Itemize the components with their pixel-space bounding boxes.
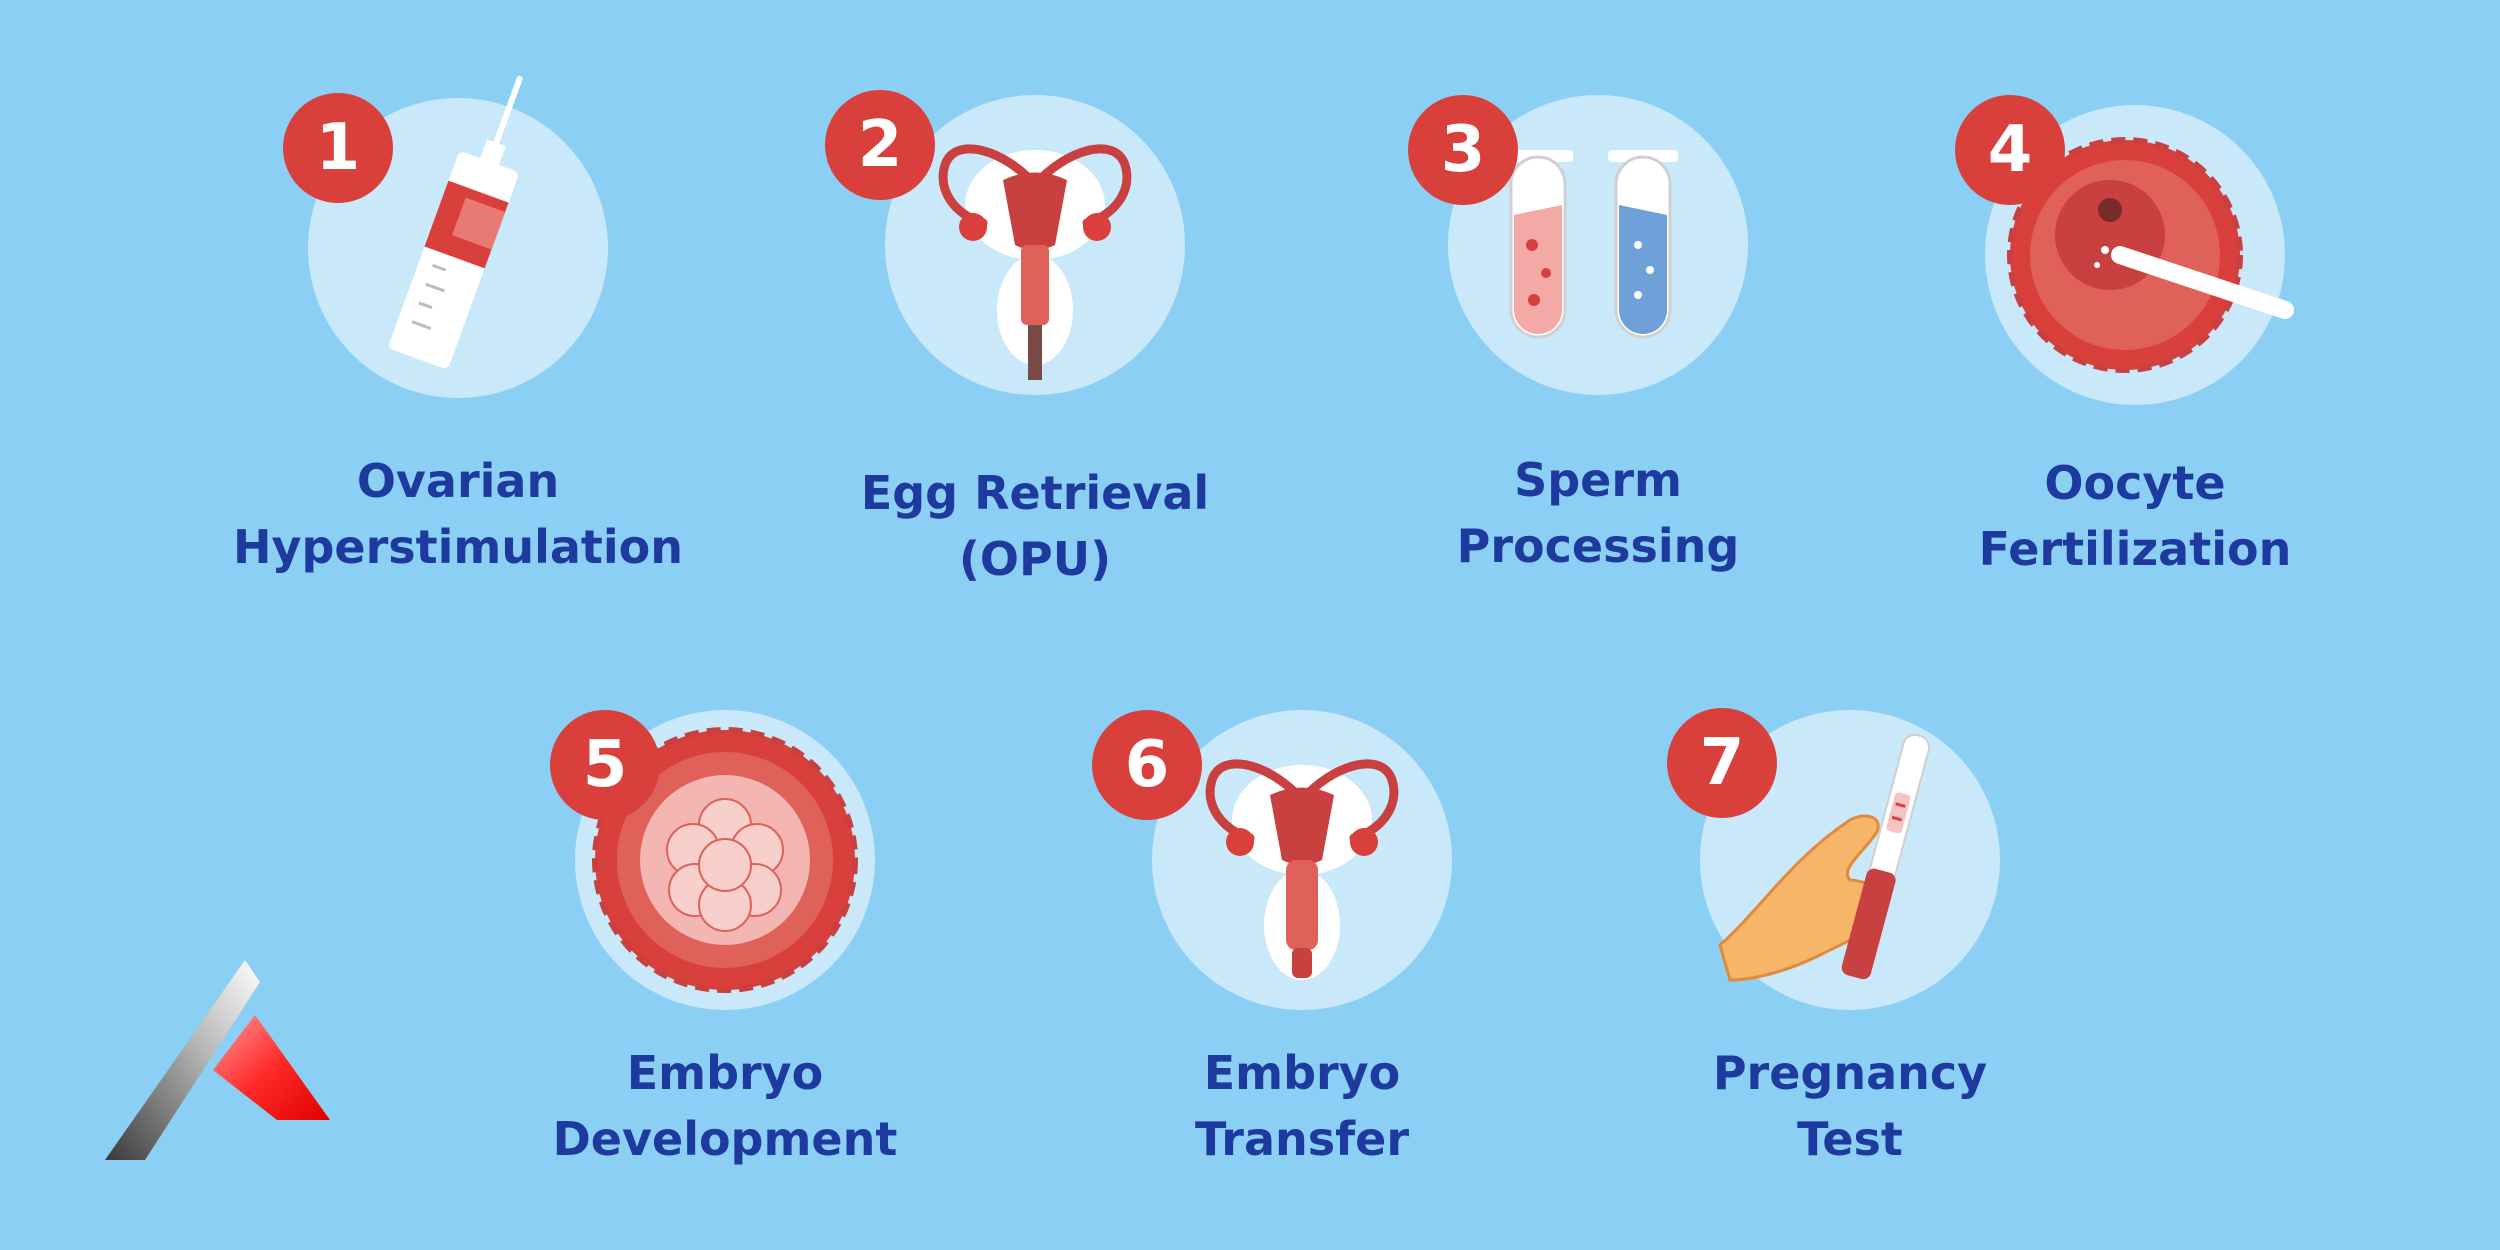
- oocyte-injection-icon: [2007, 137, 2294, 373]
- step-6-circle: [1152, 710, 1452, 1010]
- step-4-number-badge: 4: [1955, 95, 2065, 205]
- step-3-label: Sperm Processing: [1456, 453, 1740, 573]
- pregnancy-test-icon: [1718, 733, 1930, 982]
- uterus-icon: [938, 144, 1132, 380]
- test-tubes-icon: [1503, 150, 1678, 339]
- step-2-number-badge: 2: [825, 90, 935, 200]
- step-1-number-badge: 1: [283, 93, 393, 203]
- uterus-icon: [1205, 759, 1399, 980]
- step-7-label: Pregnancy Test: [1712, 1046, 1988, 1166]
- step-7-number-badge: 7: [1667, 708, 1777, 818]
- step-5-number-badge: 5: [550, 710, 660, 820]
- step-3-number-badge: 3: [1408, 95, 1518, 205]
- step-6-label: Embryo Transfer: [1194, 1046, 1410, 1166]
- embryo-icon: [592, 727, 858, 993]
- step-4-label: Oocyte Fertilization: [1978, 456, 2292, 576]
- step-5-label: Embryo Development: [552, 1046, 898, 1166]
- step-2-label: Egg Retrieval (OPU): [860, 466, 1210, 586]
- syringe-icon: [389, 75, 523, 369]
- step-4-circle: [1985, 105, 2294, 405]
- triangle-logo-icon: [105, 960, 330, 1160]
- step-5-circle: [575, 710, 875, 1010]
- step-1-circle: [308, 75, 608, 398]
- step-6-number-badge: 6: [1092, 710, 1202, 820]
- step-2-circle: [885, 95, 1185, 395]
- step-1-label: Ovarian Hyperstimulation: [232, 454, 684, 574]
